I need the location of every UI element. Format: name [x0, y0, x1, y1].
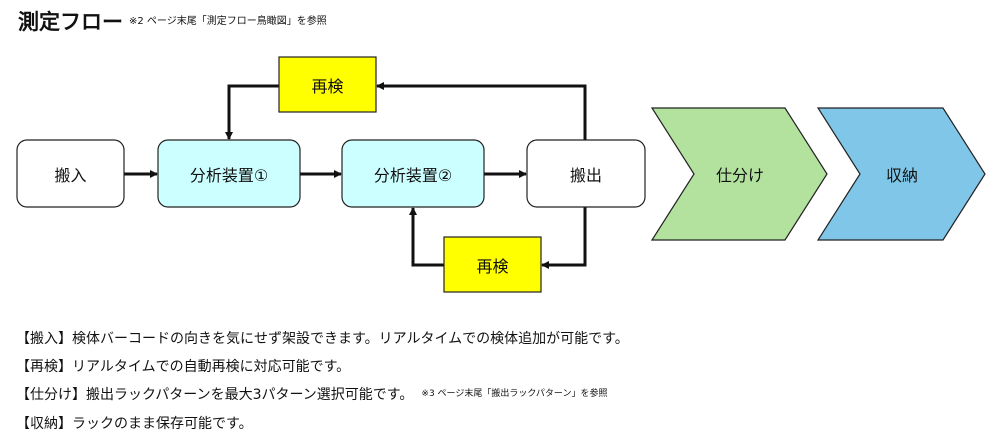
node-label: 搬出	[569, 165, 602, 185]
node-carry-in	[16, 139, 125, 208]
title-note: ※2 ページ末尾「測定フロー鳥瞰図」を参照	[129, 16, 327, 27]
page-title: 測定フロー	[18, 10, 123, 34]
arrow-carryout-retest-top	[376, 82, 587, 140]
arrow-carryout-retest-bottom	[541, 207, 587, 269]
node-analyzer-1	[157, 139, 301, 208]
node-label: 再検	[311, 76, 344, 96]
node-label: 分析装置②	[373, 165, 453, 185]
description-line: 【収納】ラックのまま保存可能です。	[16, 413, 253, 433]
arrow-retest-top-analyzer1	[225, 84, 279, 140]
description-text: 【再検】リアルタイムでの自動再検に対応可能です。	[16, 359, 351, 375]
description-line: 【再検】リアルタイムでの自動再検に対応可能です。	[16, 356, 350, 376]
description-line: 【搬入】検体バーコードの向きを気にせず架設できます。リアルタイムでの検体追加が可…	[16, 328, 629, 348]
node-analyzer-2	[341, 139, 485, 208]
node-label: 収納	[885, 166, 918, 185]
description-note: ※3 ページ末尾「搬出ラックパターン」を参照	[421, 389, 608, 399]
description-text: 【仕分け】搬出ラックパターンを最大3パターン選択可能です。	[16, 387, 414, 403]
chevron-storage	[816, 107, 986, 241]
node-retest-top	[278, 56, 377, 113]
description-text: 【搬入】検体バーコードの向きを気にせず架設できます。リアルタイムでの検体追加が可…	[16, 331, 629, 347]
node-label: 分析装置①	[189, 165, 269, 185]
node-label: 搬入	[54, 165, 87, 185]
description-text: 【収納】ラックのまま保存可能です。	[16, 416, 253, 432]
node-label: 仕分け	[715, 166, 764, 185]
node-retest-bottom	[443, 236, 542, 293]
node-label: 再検	[476, 256, 509, 276]
description-line: 【仕分け】搬出ラックパターンを最大3パターン選択可能です。 ※3 ページ末尾「搬出…	[16, 384, 607, 404]
node-carry-out	[526, 139, 646, 208]
arrow-retest-bottom-analyzer2	[409, 207, 444, 267]
chevron-sorting	[650, 107, 828, 241]
